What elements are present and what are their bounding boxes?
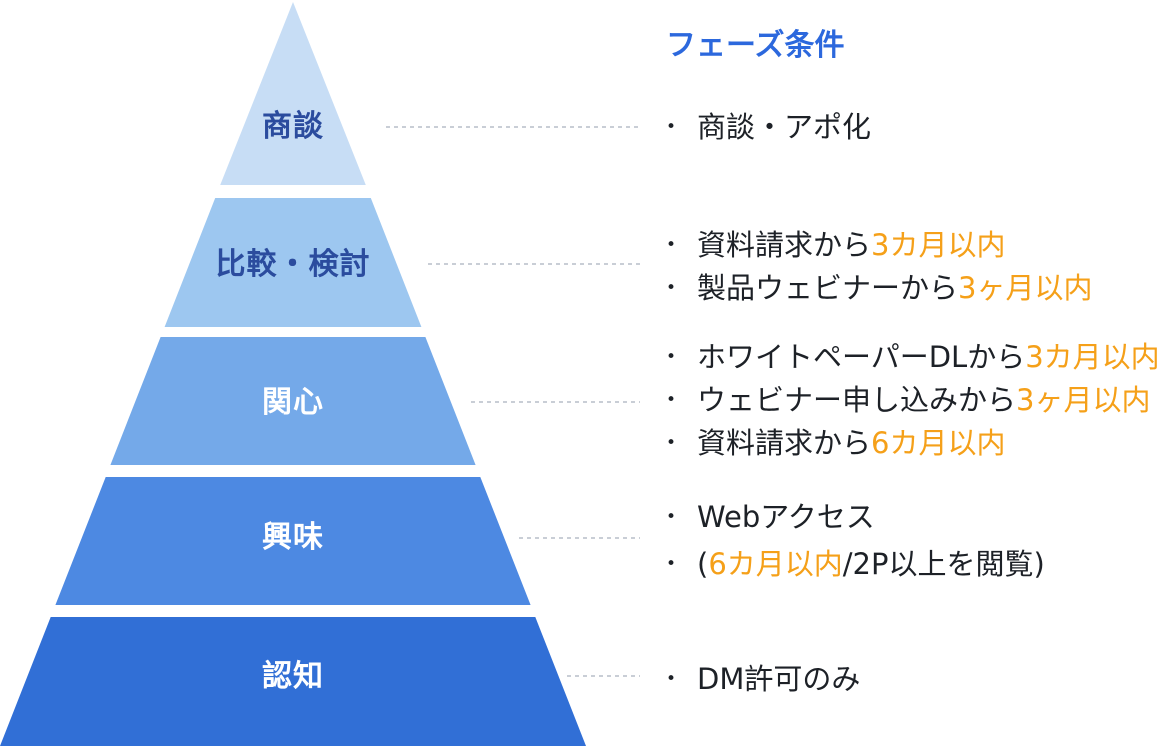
condition-text: 商談・アポ化 <box>697 110 872 144</box>
condition-text: 製品ウェビナーから <box>697 271 959 305</box>
panel-title: フェーズ条件 <box>666 28 845 63</box>
condition-row: • Webアクセス <box>666 499 875 535</box>
condition-text: 資料請求から <box>697 228 872 262</box>
pyramid-layer-kyomi <box>55 477 531 605</box>
layer-label-shodan: 商談 <box>262 109 324 144</box>
pyramid-layer-shodan <box>220 2 366 185</box>
condition-accent: 6カ月以内 <box>871 426 1006 460</box>
condition-accent: 3カ月以内 <box>1025 340 1160 374</box>
condition-row: • DM許可のみ <box>666 661 860 697</box>
condition-accent: 6カ月以内 <box>708 547 843 581</box>
condition-text: ホワイトペーパーDLから <box>697 340 1026 374</box>
condition-text: ( <box>697 547 709 581</box>
bullet-icon: • <box>666 347 677 367</box>
connector-line-kanshin <box>471 401 640 403</box>
condition-accent: 3ヶ月以内 <box>958 271 1093 305</box>
pyramid-layer-kanshin <box>110 337 476 465</box>
bullet-icon: • <box>666 235 677 255</box>
bullet-icon: • <box>666 390 677 410</box>
pyramid-layer-hikaku-kento <box>164 198 422 327</box>
condition-row: • (6カ月以内/2P以上を閲覧) <box>666 546 1045 582</box>
condition-text: Webアクセス <box>697 500 875 534</box>
connector-line-ninchi <box>567 675 640 677</box>
bullet-icon: • <box>666 278 677 298</box>
condition-accent: 3ヶ月以内 <box>1016 383 1151 417</box>
layer-label-hikaku-kento: 比較・検討 <box>215 247 371 282</box>
connector-line-hikaku-kento <box>428 263 640 265</box>
condition-text-post: /2P以上を閲覧) <box>842 547 1045 581</box>
bullet-icon: • <box>666 433 677 453</box>
layer-label-kanshin: 関心 <box>262 385 324 420</box>
condition-row: • 商談・アポ化 <box>666 109 871 145</box>
layer-label-kyomi: 興味 <box>262 520 324 555</box>
bullet-icon: • <box>666 554 677 574</box>
bullet-icon: • <box>666 117 677 137</box>
pyramid-graphic <box>0 2 586 746</box>
condition-text: DM許可のみ <box>697 662 861 696</box>
bullet-icon: • <box>666 507 677 527</box>
connector-line-shodan <box>386 126 640 128</box>
condition-text: 資料請求から <box>697 426 872 460</box>
condition-accent: 3カ月以内 <box>871 228 1006 262</box>
bullet-icon: • <box>666 669 677 689</box>
pyramid-layer-ninchi <box>0 617 586 746</box>
condition-text: ウェビナー申し込みから <box>697 383 1017 417</box>
layer-label-ninchi: 認知 <box>262 659 324 694</box>
connector-line-kyomi <box>519 537 640 539</box>
